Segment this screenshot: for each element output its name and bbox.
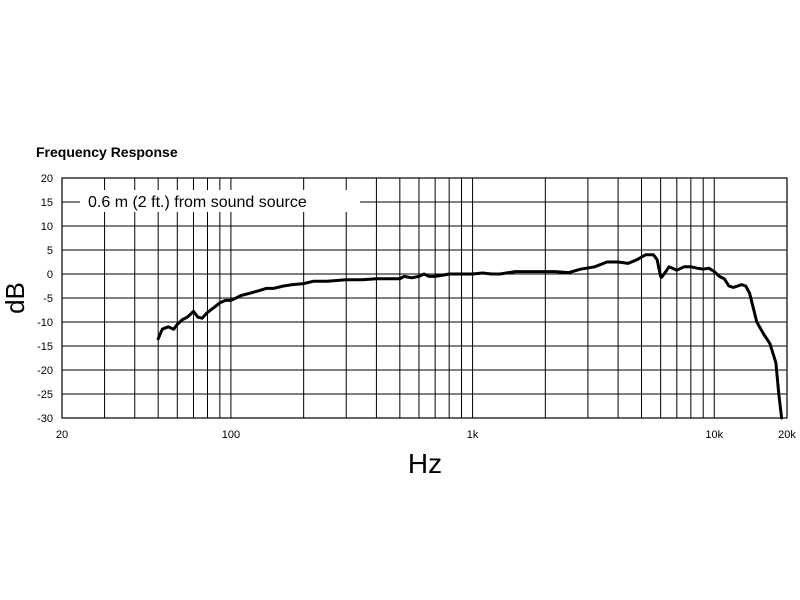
x-tick-label: 20	[56, 429, 68, 441]
y-axis-label: dB	[0, 282, 30, 314]
y-tick-label: -15	[37, 341, 53, 353]
annotation-background	[80, 190, 360, 212]
y-tick-label: 15	[41, 197, 53, 209]
plot-frame	[61, 177, 788, 419]
x-tick-label: 100	[222, 429, 240, 441]
x-tick-label: 10k	[705, 429, 723, 441]
annotation-label: 0.6 m (2 ft.) from sound source	[88, 194, 307, 211]
y-tick-label: -5	[43, 293, 53, 305]
chart-title: Frequency Response	[36, 144, 178, 160]
x-tick-label: 1k	[467, 429, 479, 441]
y-tick-label: 20	[41, 173, 53, 185]
y-tick-label: -30	[37, 413, 53, 425]
y-tick-label: -10	[37, 317, 53, 329]
y-tick-label: 5	[47, 245, 53, 257]
y-tick-label: -25	[37, 389, 53, 401]
grid	[62, 177, 787, 419]
y-tick-label: 10	[41, 221, 53, 233]
response-curve	[156, 253, 784, 420]
y-tick-label: -20	[37, 365, 53, 377]
x-axis-label: Hz	[408, 448, 442, 479]
x-tick-label: 20k	[778, 429, 796, 441]
y-tick-label: 0	[47, 269, 53, 281]
series-layer	[156, 253, 784, 420]
